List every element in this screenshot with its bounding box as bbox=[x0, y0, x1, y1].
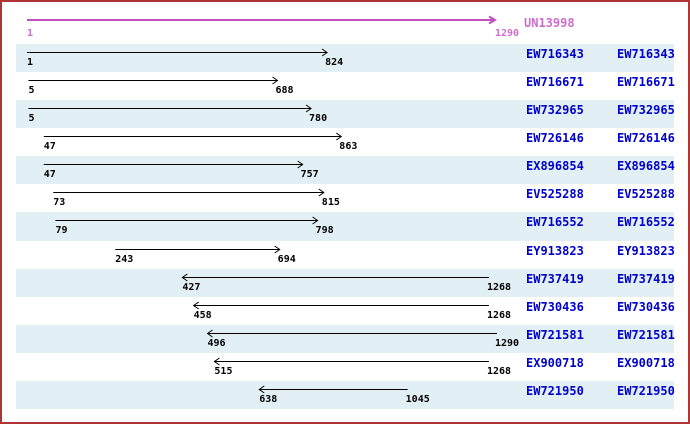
est-start-label: 638 bbox=[259, 393, 278, 405]
est-row bbox=[16, 156, 674, 185]
unigene-link[interactable]: UN13998 bbox=[524, 16, 575, 30]
unigene-start-label: 1 bbox=[27, 28, 34, 39]
est-start-label: 79 bbox=[55, 225, 68, 237]
est-start-label: 515 bbox=[214, 365, 233, 377]
est-end-label: 1045 bbox=[405, 393, 430, 405]
est-accession-link[interactable]: EW721950 bbox=[526, 383, 584, 398]
est-arrow-head bbox=[258, 385, 265, 394]
est-accession-link[interactable]: EY913823 bbox=[617, 243, 675, 258]
est-row bbox=[16, 324, 674, 353]
est-arrow-head bbox=[312, 216, 319, 225]
est-accession-link[interactable]: EW730436 bbox=[617, 299, 675, 314]
est-accession-link[interactable]: EW716552 bbox=[617, 215, 675, 230]
est-accession-link[interactable]: EX896854 bbox=[617, 159, 675, 174]
est-arrow-head bbox=[274, 245, 281, 254]
est-accession-link[interactable]: EX896854 bbox=[526, 159, 584, 174]
est-arrow-head bbox=[336, 132, 343, 141]
est-start-label: 5 bbox=[28, 85, 35, 97]
est-accession-link[interactable]: EW737419 bbox=[617, 271, 675, 286]
est-start-label: 243 bbox=[115, 253, 134, 265]
est-arrow-head bbox=[213, 357, 220, 366]
est-accession-link[interactable]: EX900718 bbox=[617, 355, 675, 370]
est-end-label: 757 bbox=[300, 169, 319, 181]
est-end-label: 780 bbox=[309, 113, 328, 125]
est-accession-link[interactable]: EX900718 bbox=[526, 355, 584, 370]
est-end-label: 1268 bbox=[486, 309, 512, 321]
est-accession-link[interactable]: EW716552 bbox=[526, 215, 584, 230]
est-end-label: 1268 bbox=[486, 281, 512, 293]
est-end-label: 694 bbox=[277, 253, 296, 265]
est-accession-link[interactable]: EW732965 bbox=[617, 103, 675, 118]
est-accession-link[interactable]: EY913823 bbox=[526, 243, 584, 258]
est-accession-link[interactable]: EW716343 bbox=[617, 47, 675, 61]
est-start-label: 496 bbox=[207, 337, 226, 349]
est-arrow-head bbox=[272, 76, 279, 85]
est-end-label: 1290 bbox=[495, 337, 520, 349]
est-start-label: 47 bbox=[43, 141, 56, 153]
est-arrow-head bbox=[318, 188, 325, 197]
est-accession-link[interactable]: EV525288 bbox=[617, 187, 675, 202]
est-arrow-head bbox=[206, 329, 213, 338]
unigene-end-label: 1290 bbox=[495, 28, 520, 39]
est-start-label: 5 bbox=[28, 113, 35, 125]
est-end-label: 688 bbox=[275, 85, 294, 97]
est-accession-link[interactable]: EW730436 bbox=[526, 299, 584, 314]
est-arrow-head bbox=[192, 301, 199, 310]
est-arrow-head bbox=[297, 160, 304, 169]
est-accession-link[interactable]: EW721581 bbox=[617, 327, 675, 342]
est-accession-link[interactable]: EW716671 bbox=[617, 75, 675, 90]
est-row bbox=[16, 100, 674, 129]
est-row bbox=[16, 212, 674, 241]
est-row bbox=[16, 44, 674, 73]
est-row bbox=[16, 380, 674, 410]
est-accession-link[interactable]: EW716343 bbox=[526, 47, 584, 61]
est-accession-link[interactable]: EV525288 bbox=[526, 187, 584, 202]
est-start-label: 47 bbox=[43, 169, 56, 181]
est-start-label: 427 bbox=[182, 281, 201, 293]
est-arrow-head bbox=[321, 48, 328, 57]
est-start-label: 1 bbox=[27, 57, 34, 68]
est-arrow-head bbox=[305, 104, 312, 113]
est-accession-link[interactable]: EW737419 bbox=[526, 271, 584, 286]
est-end-label: 824 bbox=[325, 57, 344, 68]
est-end-label: 815 bbox=[321, 197, 340, 209]
est-accession-link[interactable]: EW721950 bbox=[617, 383, 675, 398]
est-accession-link[interactable]: EW732965 bbox=[526, 103, 584, 118]
est-end-label: 863 bbox=[339, 141, 358, 153]
est-accession-link[interactable]: EW726146 bbox=[617, 131, 675, 146]
est-accession-link[interactable]: EW726146 bbox=[526, 131, 584, 146]
est-end-label: 798 bbox=[315, 225, 334, 237]
est-start-label: 73 bbox=[53, 197, 66, 209]
est-accession-link[interactable]: EW716671 bbox=[526, 75, 584, 90]
est-accession-link[interactable]: EW721581 bbox=[526, 327, 584, 342]
est-start-label: 458 bbox=[193, 309, 212, 321]
est-row bbox=[16, 268, 674, 297]
est-arrow-head bbox=[181, 273, 188, 282]
est-end-label: 1268 bbox=[486, 365, 512, 377]
unigene-arrow-head bbox=[488, 15, 497, 25]
